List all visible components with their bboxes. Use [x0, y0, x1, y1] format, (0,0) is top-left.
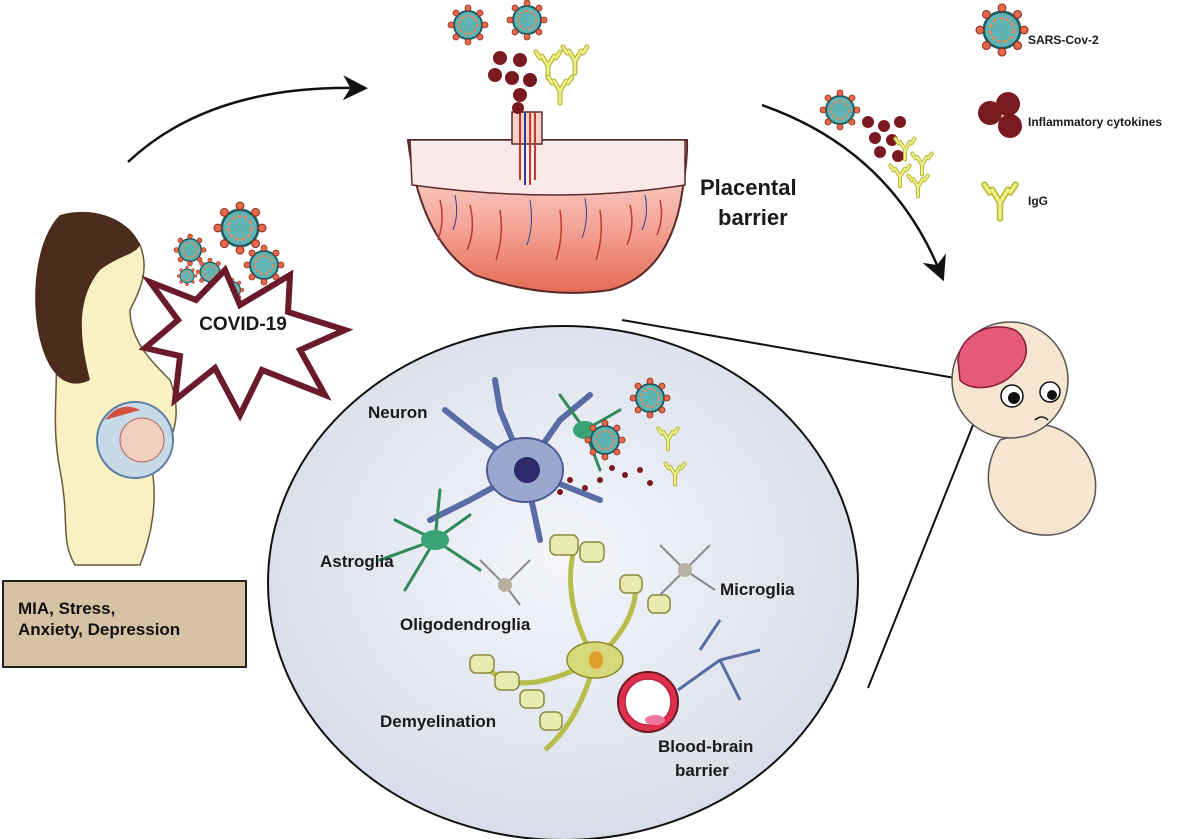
risk-factors-line1: MIA, Stress,: [18, 599, 116, 618]
cytokine-cluster: [557, 465, 653, 495]
antibody-icon: [908, 176, 927, 197]
bbb-label-line2: barrier: [675, 761, 729, 780]
legend: SARS-Cov-2 Inflammatory cytokines IgG: [974, 2, 1162, 219]
virus-icon: [447, 4, 489, 46]
placental-barrier-label-line1: Placental: [700, 175, 797, 200]
antibody-icon: [536, 52, 560, 78]
virus-icon: [173, 233, 207, 267]
baby-brain-icon: [957, 326, 1027, 389]
antibody-icon: [548, 77, 572, 103]
arrow-mother-to-placenta: [127, 75, 368, 163]
pregnant-woman-illustration: [35, 211, 177, 566]
virus-icon: [506, 0, 548, 41]
cytokine-cluster: [488, 51, 537, 114]
legend-label-igg: IgG: [1028, 194, 1048, 208]
arrow-placenta-to-baby: [761, 103, 946, 282]
demyelination-label: Demyelination: [380, 712, 496, 731]
virus-icon: [212, 200, 268, 256]
neural-tissue-circle: [267, 325, 859, 839]
bbb-label-line1: Blood-brain: [658, 737, 753, 756]
covid-burst-shape: [138, 264, 354, 422]
antibody-icon: [563, 47, 587, 73]
placental-barrier-label-line2: barrier: [718, 205, 788, 230]
virus-icon: [629, 377, 671, 419]
neuron-label: Neuron: [368, 403, 428, 422]
cytokine-icon: [978, 92, 1022, 138]
legend-label-sars: SARS-Cov-2: [1028, 33, 1099, 47]
astroglia-label: Astroglia: [320, 552, 394, 571]
antibody-icon: [912, 154, 931, 175]
legend-label-cytokines: Inflammatory cytokines: [1028, 115, 1162, 129]
covid-label: COVID-19: [199, 314, 287, 335]
virus-icon: [584, 419, 626, 461]
antibody-icon: [984, 185, 1015, 219]
oligodendroglia-label: Oligodendroglia: [400, 615, 531, 634]
risk-factors-line2: Anxiety, Depression: [18, 620, 181, 639]
microglia-label: Microglia: [720, 580, 795, 599]
myelin-sheaths: [469, 534, 671, 731]
neural-cells: [378, 377, 761, 752]
connector-line-top: [621, 319, 956, 379]
astro-endfeet: [677, 619, 761, 701]
placenta-illustration: [406, 111, 689, 294]
risk-factors-box: MIA, Stress, Anxiety, Depression: [2, 580, 247, 668]
virus-icon: [176, 265, 198, 287]
baby-illustration: [951, 321, 1097, 536]
blood-vessel-icon: [617, 671, 679, 733]
cytokine-cluster: [862, 116, 906, 162]
virus-icon: [819, 89, 861, 131]
connector-line-bottom: [867, 419, 976, 689]
virus-icon: [974, 2, 1030, 58]
